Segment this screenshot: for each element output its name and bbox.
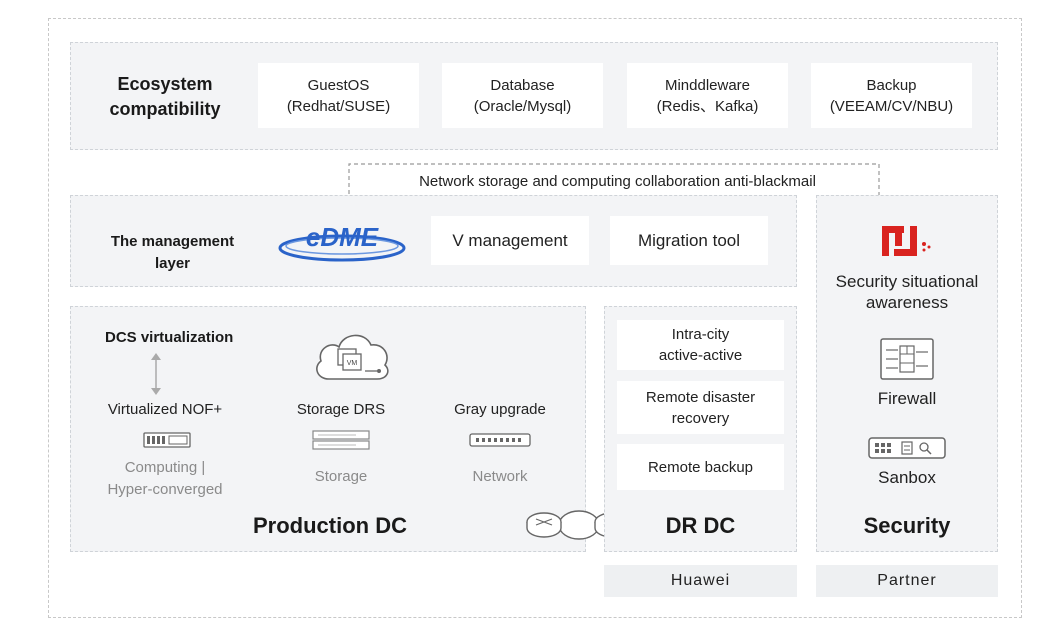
card-line1: Minddleware [664, 76, 751, 94]
dr-card-label: Intra-city active-active [658, 326, 743, 364]
dcs-virtualization-label: DCS virtualization [105, 329, 234, 346]
double-arrow-icon [151, 353, 161, 395]
edme-swoosh-icon [278, 234, 406, 262]
migration-tool-card: Migration tool [610, 216, 768, 265]
firewall-icon [880, 338, 934, 380]
storage-label: Storage [314, 468, 368, 485]
dr-dc-title: DR DC [665, 513, 736, 538]
ecosystem-card-backup: Backup (VEEAM/CV/NBU) [811, 63, 972, 128]
gray-upgrade-label: Gray upgrade [454, 401, 546, 418]
switch-icon [469, 433, 531, 447]
v-management-label: V management [452, 230, 568, 250]
storage-icon [312, 430, 370, 450]
dr-card-remote-backup: Remote backup [617, 444, 784, 490]
ecosystem-card-database: Database (Oracle/Mysql) [442, 63, 603, 128]
card-line2: (Oracle/Mysql) [473, 97, 572, 115]
huawei-tag: Huawei [604, 565, 797, 597]
server-icon [143, 432, 191, 448]
sandbox-label: Sanbox [878, 468, 936, 487]
migration-tool-label: Migration tool [637, 230, 741, 250]
management-title: The management layer [110, 233, 235, 272]
router-icon [526, 512, 562, 538]
dr-card-remote-dr: Remote disaster recovery [617, 381, 784, 434]
dr-card-label: Remote disaster recovery [645, 388, 756, 427]
vm-text: VM [347, 360, 358, 367]
card-line1: Database [490, 76, 555, 94]
edme-logo: eDME [278, 222, 406, 266]
ecosystem-title: Ecosystem compatibility [109, 74, 221, 119]
storage-drs-label: Storage DRS [296, 401, 386, 418]
partner-tag: Partner [816, 565, 998, 597]
firewall-label: Firewall [877, 389, 937, 408]
dr-card-intra-city: Intra-city active-active [617, 320, 784, 370]
computing-label: Computing | Hyper-converged [107, 459, 223, 498]
outer-frame [48, 18, 1022, 618]
connector-label: Network storage and computing collaborat… [380, 171, 855, 192]
security-title: Security [863, 513, 951, 538]
card-line2: (VEEAM/CV/NBU) [829, 97, 954, 115]
ecosystem-card-guestos: GuestOS (Redhat/SUSE) [258, 63, 419, 128]
sandbox-icon [868, 437, 946, 459]
security-logo-icon [882, 226, 931, 256]
cloud-vm-icon: VM [316, 334, 389, 380]
network-label: Network [472, 468, 528, 485]
virtualized-nof-label: Virtualized NOF+ [107, 401, 223, 418]
security-situational-label: Security situational awareness [835, 272, 979, 312]
card-line1: GuestOS [307, 76, 370, 94]
v-management-card: V management [431, 216, 589, 265]
dr-card-label: Remote backup [647, 458, 754, 476]
production-dc-title: Production DC [253, 513, 407, 538]
card-line2: (Redhat/SUSE) [286, 97, 391, 115]
ecosystem-card-middleware: Minddleware (Redis、Kafka) [627, 63, 788, 128]
card-line1: Backup [866, 76, 917, 94]
card-line2: (Redis、Kafka) [656, 97, 759, 115]
edme-logo-text: eDME [305, 222, 379, 252]
